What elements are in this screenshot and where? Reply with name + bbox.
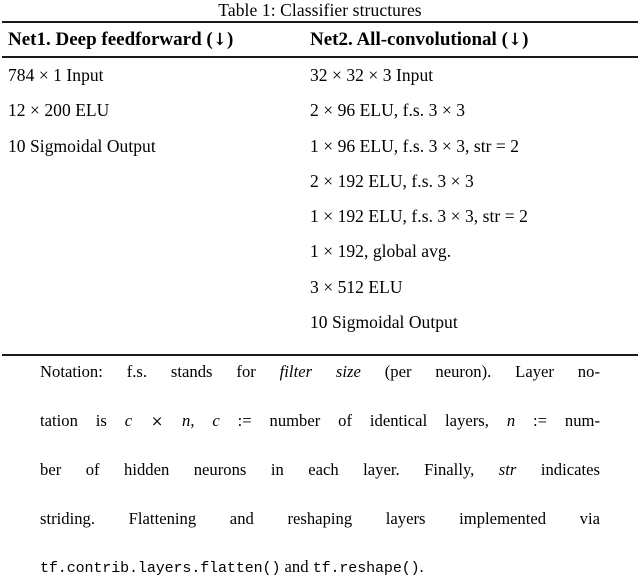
- notation-line-3-prefix: ber of hidden neurons in each layer. Fin…: [40, 460, 499, 480]
- table-header-row: Net1. Deep feedforward (↓) Net2. All-con…: [0, 27, 640, 55]
- table-column-net1: 784 × 1 Input 12 × 200 ELU 10 Sigmoidal …: [8, 58, 304, 164]
- table-rule-header: [2, 56, 638, 58]
- down-arrow-icon: ↓: [507, 30, 523, 50]
- column-header-net2: Net2. All-convolutional (↓): [310, 29, 529, 50]
- table-row: 1 × 192 ELU, f.s. 3 × 3, str = 2: [310, 206, 528, 227]
- table-body: 784 × 1 Input 12 × 200 ELU 10 Sigmoidal …: [0, 58, 640, 354]
- table-row: 10 Sigmoidal Output: [310, 312, 458, 333]
- notation-var-n: n: [182, 410, 191, 430]
- notation-line-2: tation is c × n, c := number of identica…: [40, 409, 600, 459]
- code-reshape: tf.reshape(): [312, 560, 420, 578]
- table-row: 2 × 192 ELU, f.s. 3 × 3: [310, 170, 474, 191]
- column-header-net1-name: Net1.: [8, 29, 51, 50]
- notation-line-5-and: and: [280, 557, 313, 577]
- notation-line-2-prefix: tation is: [40, 410, 125, 430]
- code-flatten: tf.contrib.layers.flatten(): [40, 560, 281, 578]
- notation-line-1-emphasis: filter size: [279, 362, 361, 381]
- notation-line-5-period: .: [419, 557, 424, 577]
- notation-assign-2: :=: [515, 410, 565, 430]
- notation-line-1-prefix: Notation: f.s. stands for: [40, 362, 280, 381]
- notation-emphasis-str: str: [498, 460, 517, 480]
- table-row: 10 Sigmoidal Output: [8, 135, 156, 156]
- table-row: 1 × 192, global avg.: [310, 241, 452, 262]
- notation-line-4: striding. Flattening and reshaping layer…: [40, 508, 600, 528]
- notation-var-c: c: [124, 410, 133, 430]
- table-rule-body: [2, 354, 638, 356]
- notation-line-2-sep: ,: [190, 410, 213, 430]
- notation-assign-1: :=: [219, 410, 270, 430]
- notation-line-2-suffix: num-: [564, 410, 600, 430]
- notation-line-1: Notation: f.s. stands for filter size (p…: [40, 360, 600, 409]
- notation-var-n-2: n: [506, 410, 516, 430]
- table-caption: Table 1: Classifier structures: [218, 0, 422, 20]
- notation-line-3: ber of hidden neurons in each layer. Fin…: [40, 458, 600, 507]
- down-arrow-icon: ↓: [212, 30, 227, 50]
- table-row: 1 × 96 ELU, f.s. 3 × 3, str = 2: [310, 135, 520, 156]
- column-header-net1: Net1. Deep feedforward (↓): [8, 29, 234, 50]
- notation-line-2-mid: number of identical layers,: [269, 410, 507, 430]
- table-column-net2: 32 × 32 × 3 Input 2 × 96 ELU, f.s. 3 × 3…: [310, 58, 636, 340]
- table-row: 2 × 96 ELU, f.s. 3 × 3: [310, 100, 465, 121]
- table-row: 32 × 32 × 3 Input: [310, 65, 434, 85]
- notation-line-5: tf.contrib.layers.flatten() and tf.resha…: [40, 557, 424, 578]
- table-row: 3 × 512 ELU: [310, 276, 403, 297]
- column-header-net2-desc: All-convolutional: [356, 29, 497, 50]
- table-notation: Notation: f.s. stands for filter size (p…: [40, 360, 600, 582]
- column-header-net1-desc: Deep feedforward: [55, 29, 202, 50]
- notation-line-3-suffix: indicates: [516, 460, 600, 480]
- table-row: 12 × 200 ELU: [8, 100, 110, 121]
- notation-var-c-2: c: [212, 410, 220, 430]
- multiplication-icon: ×: [150, 413, 164, 430]
- table-rule-top: [2, 21, 638, 24]
- column-header-net2-name: Net2.: [310, 29, 353, 50]
- notation-line-1-suffix: (per neuron). Layer no-: [360, 362, 600, 381]
- table-row: 784 × 1 Input: [8, 65, 104, 85]
